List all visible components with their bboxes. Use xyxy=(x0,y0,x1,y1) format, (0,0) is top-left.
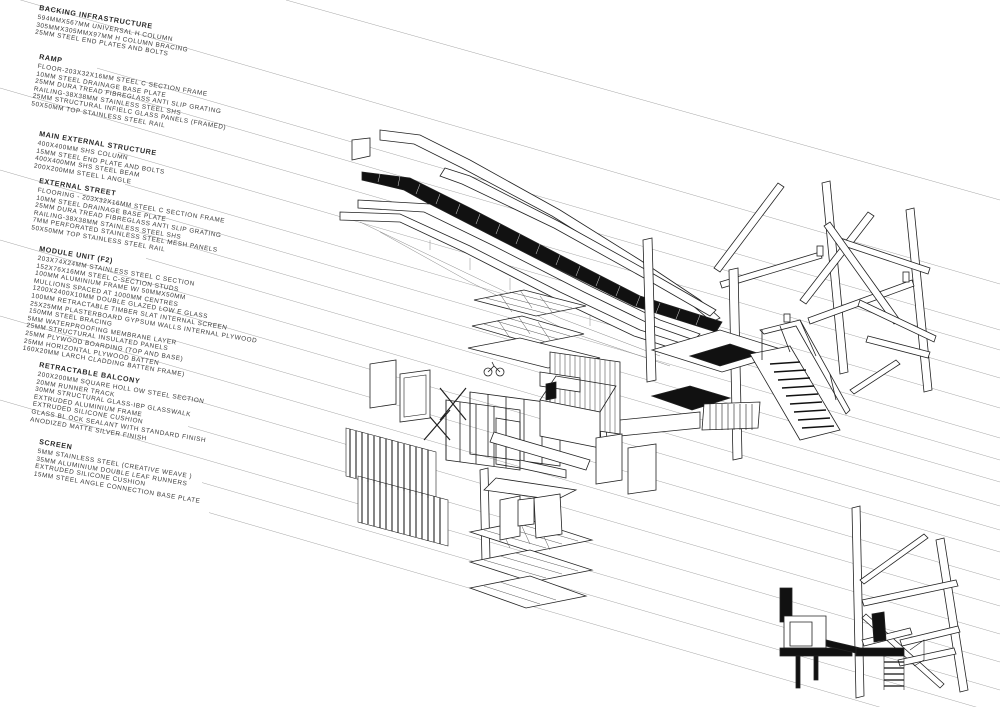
leader-line xyxy=(0,239,1000,531)
leader-line xyxy=(285,0,1000,201)
leader-line xyxy=(208,512,881,707)
spec-section-backing-infrastructure: Backing Infrastructure 594mmx567mm unive… xyxy=(34,3,191,61)
spec-section-ramp: Ramp Floor-203x32x16mm steel c section f… xyxy=(31,52,234,140)
